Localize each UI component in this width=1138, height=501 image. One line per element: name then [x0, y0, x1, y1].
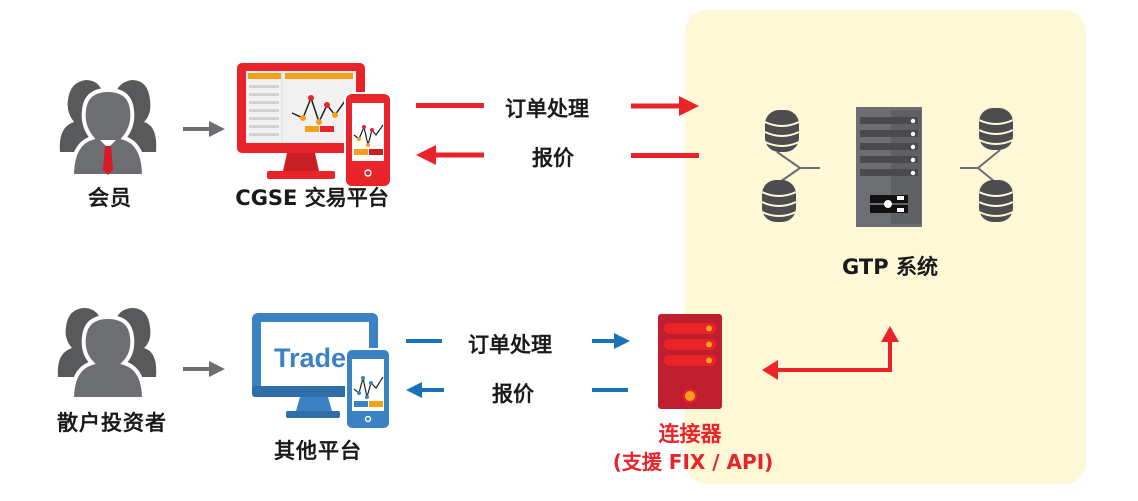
other-platform-label: 其他平台: [274, 439, 362, 463]
top-order-processing-label: 订单处理: [505, 97, 589, 121]
connector-sublabel: (支援 FIX / API): [612, 450, 774, 474]
top-quote-label: 报价: [532, 146, 574, 170]
retail-investors-label: 散户投资者: [57, 411, 167, 435]
gtp-system-label: GTP 系统: [842, 255, 938, 279]
gtp-zone-panel: [685, 10, 1086, 484]
top-quote-line-right: [631, 153, 699, 158]
gtp-system-icon: [760, 100, 1020, 240]
bottom-order-processing-label: 订单处理: [468, 333, 552, 357]
database-icon: [764, 110, 800, 152]
gtp-connector-elbow-arrow: [762, 322, 902, 386]
top-order-arrow-right: [631, 96, 699, 120]
other-platform-icon: Trade: [252, 313, 394, 430]
members-to-platform-arrow: [183, 121, 225, 141]
top-quote-arrow-left: [416, 145, 484, 169]
bottom-quote-line-right: [592, 388, 628, 392]
cgse-platform-label: CGSE 交易平台: [235, 186, 389, 210]
connector-label: 连接器: [658, 422, 722, 446]
retail-investors-people-icon: [52, 305, 164, 401]
retail-to-platform-arrow: [183, 361, 225, 381]
bottom-quote-arrow-left: [406, 382, 444, 402]
connector-server-icon: [658, 314, 723, 409]
bottom-quote-label: 报价: [492, 382, 534, 406]
members-label: 会员: [88, 186, 132, 210]
trade-screen-text: Trade: [274, 343, 346, 373]
cgse-platform-icon: [237, 63, 393, 193]
bottom-order-arrow-right: [592, 333, 630, 353]
bottom-order-line-left: [406, 339, 442, 343]
members-people-icon: [52, 72, 164, 178]
top-order-line-left: [416, 103, 484, 108]
